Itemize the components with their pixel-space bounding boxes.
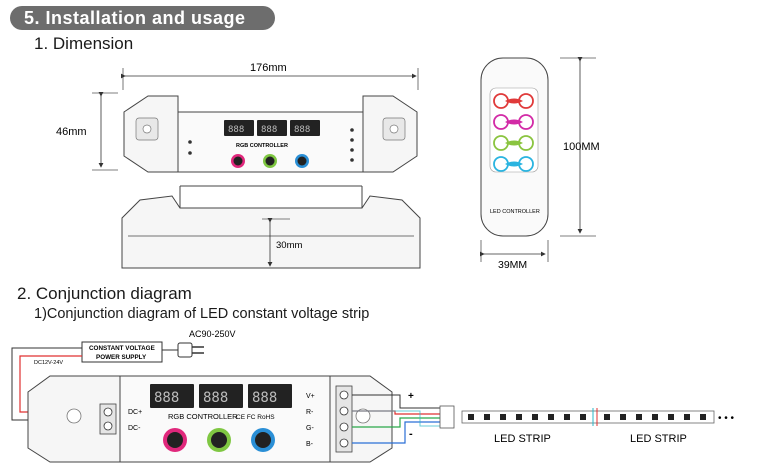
v-plus-label: V+ — [306, 393, 315, 400]
dc-minus-label: DC- — [128, 425, 141, 432]
power-supply-line1: CONSTANT VOLTAGE — [89, 345, 155, 352]
svg-text:888: 888 — [203, 390, 228, 406]
b-minus-label: B- — [306, 441, 314, 448]
conjunction-subtitle: 1)Conjunction diagram of LED constant vo… — [34, 306, 370, 322]
conjunction-diagram: AC90-250V CONSTANT VOLTAGE POWER SUPPLY … — [11, 329, 735, 463]
dc-plus-label: DC+ — [128, 409, 142, 416]
dc-label: DC12V-24V — [34, 360, 63, 366]
depth-label: 30mm — [276, 240, 302, 251]
strip-ellipsis: • • • — [718, 413, 735, 424]
strip-label-1: LED STRIP — [494, 433, 551, 445]
strip-label-2: LED STRIP — [630, 433, 687, 445]
svg-text:888: 888 — [261, 125, 277, 135]
power-supply-line2: POWER SUPPLY — [96, 354, 147, 361]
svg-text:888: 888 — [228, 125, 244, 135]
g-minus-label: G- — [306, 425, 314, 432]
power-supply — [81, 341, 163, 363]
led-strip — [461, 410, 715, 424]
ac-label: AC90-250V — [189, 329, 236, 339]
minus-sign: - — [409, 428, 413, 440]
section-header: 5. Installation and usage — [10, 6, 275, 30]
svg-text:888: 888 — [294, 125, 310, 135]
remote-control: LED CONTROLLER 100MM 39MM — [480, 57, 600, 271]
remote-label: LED CONTROLLER — [490, 209, 540, 215]
controller-side-view: 30mm — [121, 185, 421, 269]
remote-width-label: 39MM — [498, 259, 527, 271]
height-label: 46mm — [56, 126, 87, 138]
controller-label: RGB CONTROLLER — [168, 412, 238, 421]
remote-height-label: 100MM — [563, 141, 600, 153]
controller-top-view: 176mm 46mm 888 888 888 RGB CONTROLLER — [56, 62, 419, 173]
svg-text:888: 888 — [252, 390, 277, 406]
conjunction-title: 2. Conjunction diagram — [17, 284, 192, 303]
svg-text:888: 888 — [154, 390, 179, 406]
plug-icon — [177, 342, 193, 358]
width-label: 176mm — [250, 62, 287, 74]
dimension-title: 1. Dimension — [34, 34, 134, 53]
controller-label-top: RGB CONTROLLER — [236, 143, 288, 149]
plus-sign: + — [408, 391, 414, 402]
r-minus-label: R- — [306, 409, 314, 416]
cert-label: CE FC RoHS — [236, 414, 275, 421]
